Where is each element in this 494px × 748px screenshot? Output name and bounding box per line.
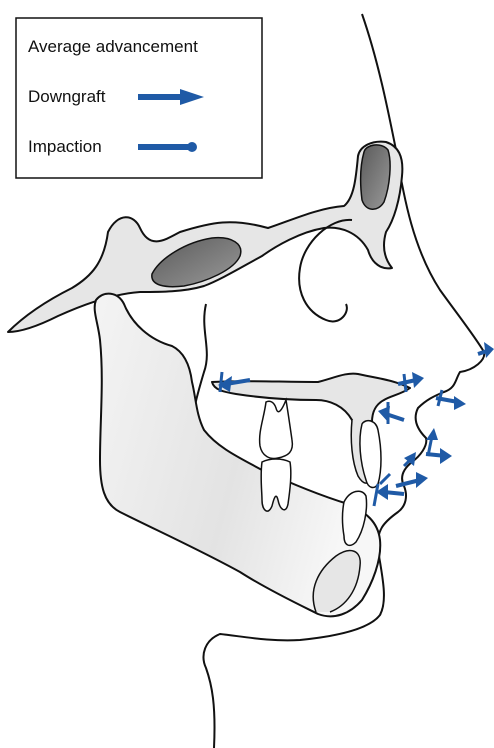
arrow-incisor-tip <box>396 452 428 488</box>
arrow-a-point <box>378 402 404 424</box>
legend-impaction-label: Impaction <box>28 137 102 156</box>
legend-title: Average advancement <box>28 37 198 56</box>
upper-molar <box>260 400 293 459</box>
legend-downgraft-label: Downgraft <box>28 87 106 106</box>
legend: Average advancement Downgraft Impaction <box>16 18 262 178</box>
arrow-upper-lip <box>426 428 452 464</box>
arrow-subnasale <box>436 390 466 410</box>
nasal-cavity <box>299 220 352 322</box>
